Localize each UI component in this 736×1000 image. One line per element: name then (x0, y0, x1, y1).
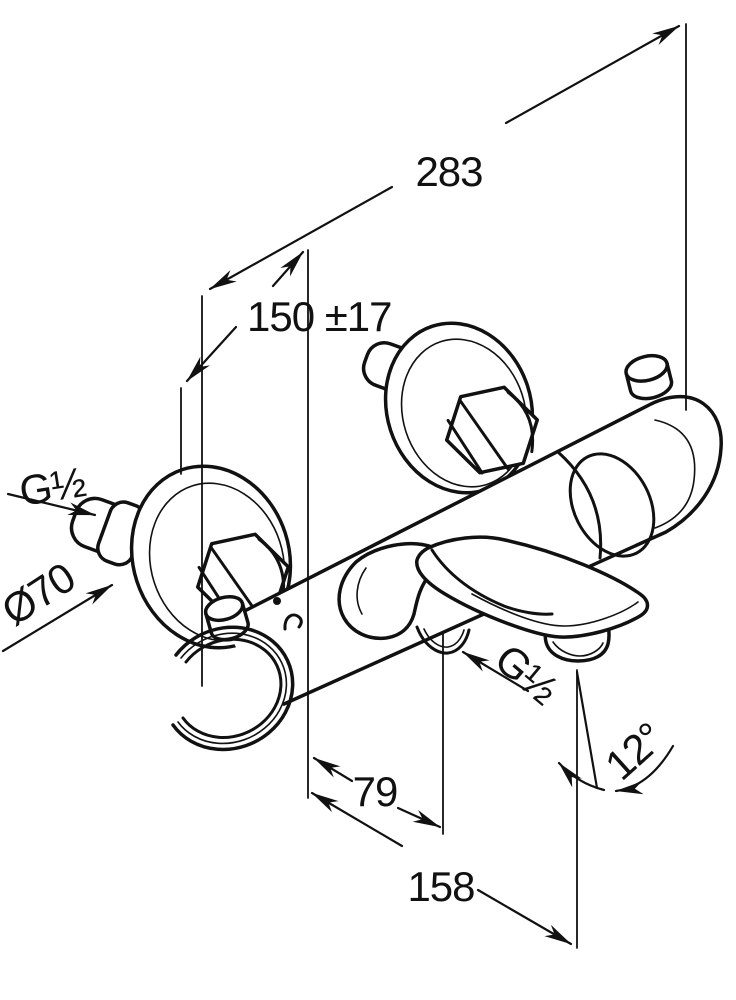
dimension-79 (312, 756, 442, 829)
label-spout-tip-depth: 158 (407, 863, 474, 910)
dimension-angle-12 (557, 670, 675, 795)
safety-button-right (624, 353, 674, 401)
dimension-150 (185, 250, 305, 383)
union-nut-right (444, 385, 540, 475)
label-pipe-centers: 150 ±17 (247, 293, 392, 340)
label-wall-thread: G½ (16, 458, 88, 515)
temperature-handle (171, 597, 303, 752)
leader-escutcheon-diameter (1, 583, 114, 653)
handle-spout-icon (283, 613, 303, 631)
leader-outlet-thread (461, 650, 530, 693)
hose-outlet (415, 625, 471, 655)
label-overall-width: 283 (415, 148, 482, 195)
label-escutcheon-diameter: Ø70 (0, 554, 83, 635)
handle-dot-icon (273, 597, 281, 605)
label-spout-center-depth: 79 (353, 768, 398, 815)
spout (337, 535, 650, 663)
dimension-158 (310, 791, 573, 946)
dimension-283 (208, 24, 681, 291)
leader-wall-thread (6, 492, 97, 517)
spout-top-face (415, 535, 650, 639)
label-outlet-angle: 12° (596, 714, 672, 789)
